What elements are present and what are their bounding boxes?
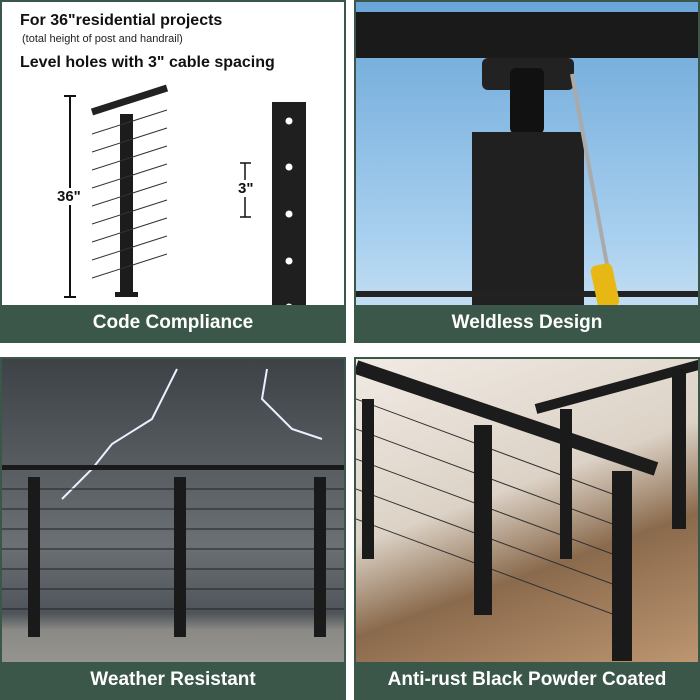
- post-diagram: [64, 84, 306, 312]
- subheading: (total height of post and handrail): [22, 33, 183, 45]
- stair-railing-photo: [356, 359, 698, 661]
- banner-weather-resistant: Weather Resistant: [2, 662, 344, 698]
- banner-weldless-design: Weldless Design: [356, 305, 698, 341]
- bracket-photo: [356, 12, 698, 309]
- panel-code-compliance: For 36"residential projects (total heigh…: [0, 0, 346, 343]
- panel-weather-resistant: Weather Resistant: [0, 357, 346, 700]
- storm-railing-photo: [2, 368, 344, 637]
- panel-weldless-design: Weldless Design: [354, 0, 700, 343]
- panel-anti-rust: Anti-rust Black Powder Coated: [354, 357, 700, 700]
- height-dimension: 36": [57, 188, 81, 205]
- heading: For 36"residential projects: [20, 12, 223, 29]
- banner-code-compliance: Code Compliance: [2, 305, 344, 341]
- heading-spacing: Level holes with 3" cable spacing: [20, 54, 275, 71]
- spacing-dimension: 3": [238, 180, 254, 197]
- banner-anti-rust: Anti-rust Black Powder Coated: [356, 662, 698, 698]
